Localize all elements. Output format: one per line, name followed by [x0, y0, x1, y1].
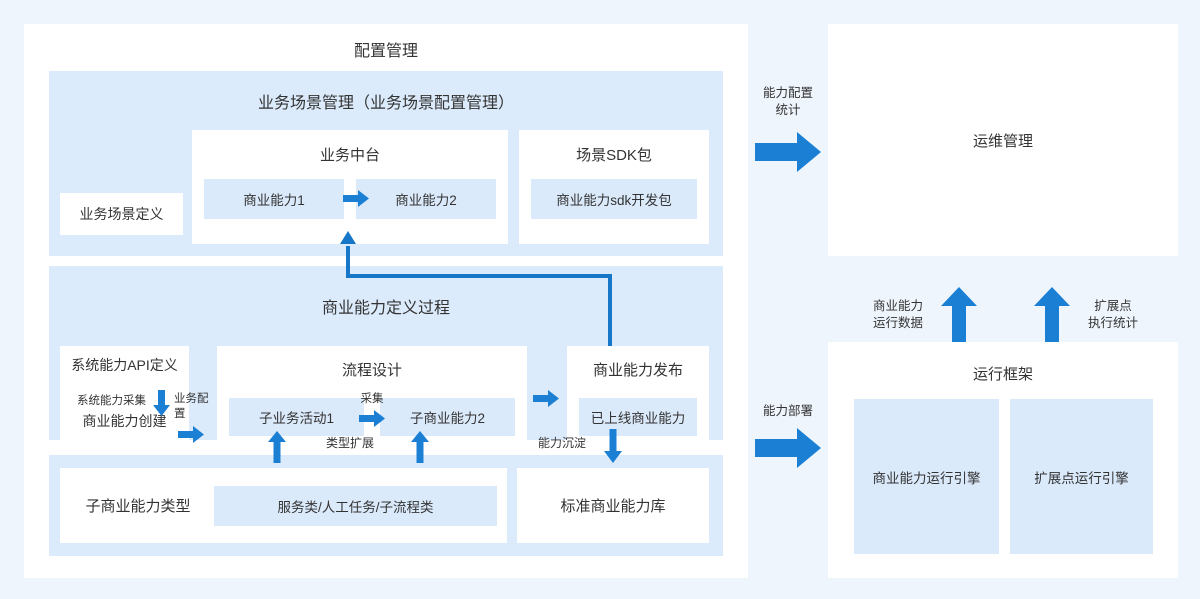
capability-config-stats-label-line1: 能力配置 — [762, 86, 813, 100]
process-design-title: 流程设计 — [341, 361, 402, 379]
left-card-title: 配置管理 — [353, 43, 418, 60]
extension-exec-stats-label-line1: 扩展点 — [1094, 299, 1132, 313]
capability-library-panel: 子商业能力类型 服务类/人工任务/子流程类 标准商业能力库 — [49, 455, 723, 556]
business-midend-title: 业务中台 — [319, 146, 380, 164]
connector-release-to-midend-vertical-left — [346, 246, 350, 276]
business-config-label: 业务配置 — [174, 392, 216, 426]
extension-exec-stats-label-line2: 执行统计 — [1087, 316, 1138, 330]
right-card: 运维管理 商业能力 运行数据 扩展点 执行统计 运行框架 商业能力运行引擎 扩展… — [828, 24, 1178, 578]
scene-sdk-box[interactable]: 场景SDK包 商业能力sdk开发包 — [519, 130, 709, 244]
type-extension-label: 类型扩展 — [325, 435, 374, 450]
scene-definition-box[interactable]: 业务场景定义 — [60, 193, 183, 235]
business-config-label-line1: 业务配置 — [174, 393, 209, 420]
capability-release-item-1[interactable]: 已上线商业能力 — [579, 398, 697, 436]
capability-release-box[interactable]: 商业能力发布 已上线商业能力 — [567, 346, 709, 452]
capability-precipitation-label: 能力沉淀 — [537, 435, 586, 450]
capability-precipitation-arrow-icon — [604, 429, 622, 463]
type-extension-arrow-right-icon — [411, 431, 429, 463]
right-card-gap-strip — [828, 256, 1178, 342]
runtime-framework-title: 运行框架 — [972, 365, 1033, 383]
capability-deploy-label: 能力部署 — [762, 404, 813, 418]
type-extension-arrow-left-icon — [268, 431, 286, 463]
extension-exec-stats-arrow-icon — [1034, 287, 1070, 343]
capability-deploy-arrow-icon — [755, 428, 821, 468]
business-config-arrow-icon — [178, 426, 204, 443]
ops-management-box[interactable]: 运维管理 — [829, 24, 1177, 256]
capability-create-label: 商业能力创建 — [82, 413, 167, 429]
sub-capability-type-item-1[interactable]: 服务类/人工任务/子流程类 — [214, 486, 497, 526]
sub-capability-type-box[interactable]: 子商业能力类型 服务类/人工任务/子流程类 — [60, 468, 507, 543]
runtime-engine-1[interactable]: 商业能力运行引擎 — [854, 399, 999, 554]
business-midend-item-1[interactable]: 商业能力1 — [204, 179, 344, 219]
system-capability-api-box[interactable]: 系统能力API定义 商业能力创建 — [60, 346, 189, 452]
process-design-box[interactable]: 流程设计 子业务活动1 子商业能力2 采集 — [217, 346, 527, 452]
process-design-item-2[interactable]: 子商业能力2 — [380, 398, 515, 436]
scene-management-panel-title: 业务场景管理（业务场景配置管理） — [257, 95, 514, 112]
capability-config-stats-label-line2: 统计 — [775, 103, 801, 117]
process-design-mid-arrow-label: 采集 — [360, 393, 384, 405]
standard-capability-library-box[interactable]: 标准商业能力库 — [517, 468, 709, 543]
scene-sdk-item-1[interactable]: 商业能力sdk开发包 — [531, 179, 697, 219]
capability-definition-panel: 商业能力定义过程 系统能力API定义 商业能力创建 系统能力采集 业务配置 — [49, 266, 723, 452]
system-capability-api-label: 系统能力API定义 — [71, 357, 178, 373]
process-design-mid-arrow-icon — [359, 410, 385, 427]
connector-release-to-midend-arrowhead-icon — [340, 231, 356, 248]
capability-release-title: 商业能力发布 — [592, 361, 683, 379]
runtime-engine-2[interactable]: 扩展点运行引擎 — [1010, 399, 1153, 554]
scene-sdk-title: 场景SDK包 — [576, 146, 652, 164]
process-design-item-1[interactable]: 子业务活动1 — [229, 398, 364, 436]
system-capability-collect-label: 系统能力采集 — [77, 395, 146, 407]
release-flow-arrow-icon — [533, 390, 559, 407]
capability-config-stats-arrow-icon — [755, 132, 821, 172]
capability-runtime-data-label-line1: 商业能力 — [872, 299, 923, 313]
sub-capability-type-title: 子商业能力类型 — [85, 498, 191, 515]
capability-runtime-data-label-line2: 运行数据 — [872, 316, 923, 330]
connector-release-to-midend-vertical-right — [608, 274, 612, 346]
business-midend-box[interactable]: 业务中台 商业能力1 商业能力2 — [192, 130, 508, 244]
capability-definition-panel-title: 商业能力定义过程 — [321, 300, 450, 317]
scene-management-panel: 业务场景管理（业务场景配置管理） 业务场景定义 业务中台 商业能力1 商业能力2… — [49, 71, 723, 256]
business-midend-item-2[interactable]: 商业能力2 — [356, 179, 496, 219]
midend-flow-arrow-icon — [343, 190, 369, 207]
connector-release-to-midend-horizontal — [346, 274, 612, 278]
left-card: 配置管理 业务场景管理（业务场景配置管理） 业务场景定义 业务中台 商业能力1 … — [24, 24, 748, 578]
runtime-framework-box[interactable]: 运行框架 商业能力运行引擎 扩展点运行引擎 — [829, 342, 1177, 578]
system-capability-collect-arrow-icon — [153, 390, 170, 416]
capability-runtime-data-arrow-icon — [941, 287, 977, 343]
